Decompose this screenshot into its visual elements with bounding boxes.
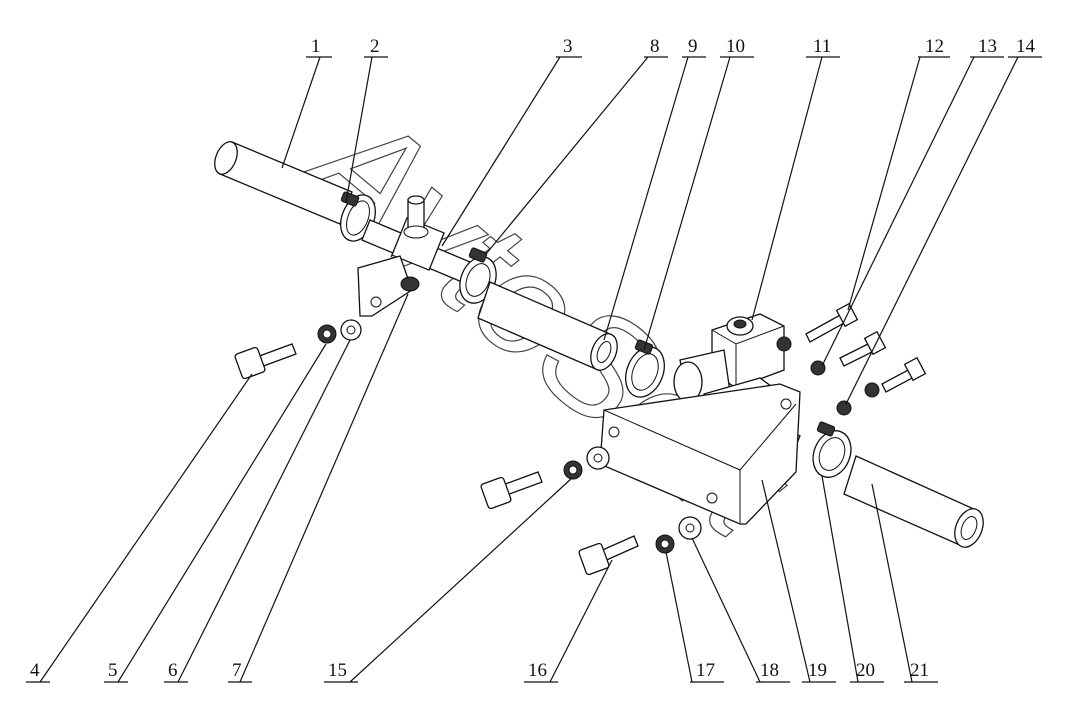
- callout-label: 9: [688, 36, 698, 57]
- callout-label: 19: [808, 660, 827, 681]
- callouts: 1 2 3 8 9 10 11: [26, 36, 1042, 683]
- callout-label: 3: [563, 36, 573, 57]
- hose-right: [843, 455, 984, 548]
- callout-20: 20: [821, 475, 884, 683]
- callout-label: 1: [311, 36, 321, 57]
- callout-15: 15: [324, 477, 573, 683]
- callout-13: 13: [821, 36, 1004, 367]
- bolt-16-set: [578, 516, 702, 576]
- callout-label: 21: [910, 660, 929, 681]
- callout-label: 11: [813, 36, 831, 57]
- callout-11: 11: [751, 36, 840, 321]
- callout-4: 4: [26, 373, 253, 683]
- callout-8: 8: [485, 36, 668, 255]
- callout-2: 2: [345, 36, 388, 203]
- callout-label: 13: [978, 36, 997, 57]
- callout-label: 2: [370, 36, 380, 57]
- parts-drawing: [214, 141, 984, 576]
- callout-label: 8: [650, 36, 660, 57]
- callout-17: 17: [665, 551, 724, 683]
- callout-1: 1: [281, 36, 332, 169]
- callout-6: 6: [164, 339, 351, 683]
- callout-3: 3: [441, 36, 582, 247]
- valve-left: [391, 195, 445, 271]
- bolts-right: [776, 302, 927, 416]
- callout-label: 17: [696, 660, 715, 681]
- callout-label: 12: [925, 36, 944, 57]
- callout-10: 10: [643, 36, 754, 351]
- bolt-15-set: [480, 446, 610, 510]
- bracket-right: [599, 383, 801, 525]
- callout-19: 19: [761, 479, 836, 683]
- callout-label: 4: [30, 660, 40, 681]
- clamp-20: [812, 421, 852, 478]
- callout-7: 7: [228, 293, 409, 683]
- callout-label: 18: [760, 660, 779, 681]
- callout-16: 16: [524, 559, 613, 683]
- callout-label: 5: [108, 660, 118, 681]
- callout-5: 5: [104, 343, 327, 683]
- clamp-10: [625, 339, 665, 398]
- callout-label: 7: [232, 660, 242, 681]
- callout-21: 21: [871, 483, 938, 683]
- bolt-4-set: [234, 319, 362, 380]
- hose-center: [477, 281, 618, 371]
- callout-label: 20: [856, 660, 875, 681]
- callout-12: 12: [847, 36, 950, 311]
- callout-9: 9: [603, 36, 706, 341]
- callout-18: 18: [691, 537, 790, 683]
- callout-label: 14: [1016, 36, 1036, 57]
- callout-label: 10: [726, 36, 745, 57]
- callout-label: 6: [168, 660, 178, 681]
- bracket-left: [357, 255, 420, 317]
- callout-label: 15: [328, 660, 347, 681]
- callout-label: 16: [528, 660, 547, 681]
- callout-14: 14: [845, 36, 1042, 405]
